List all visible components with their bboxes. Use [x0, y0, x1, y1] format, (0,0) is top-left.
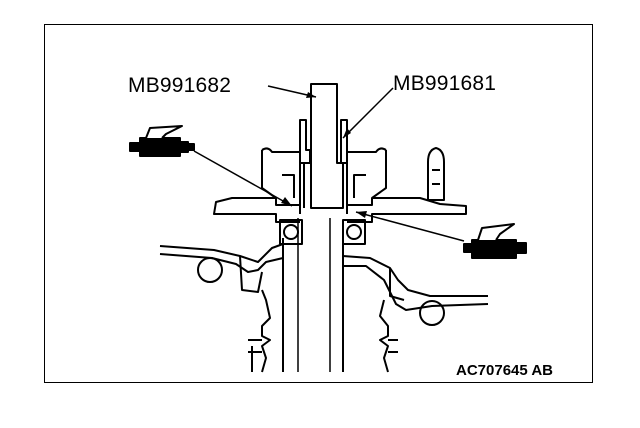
grease-gun-icon [129, 125, 195, 157]
figure-code: AC707645 AB [456, 362, 553, 379]
label-mb991682: MB991682 [128, 74, 232, 97]
tool-mb991682 [303, 83, 344, 209]
arrowheads [281, 92, 367, 218]
upper-mount [213, 147, 467, 223]
dust-cover [248, 289, 398, 373]
grease-gun-icon [463, 223, 527, 259]
label-mb991681: MB991681 [393, 72, 497, 95]
bearing-right [342, 219, 366, 245]
tool-mb991681 [299, 119, 348, 214]
shaft [282, 218, 344, 372]
spring-seat [159, 243, 489, 326]
bearing-left [279, 219, 303, 245]
